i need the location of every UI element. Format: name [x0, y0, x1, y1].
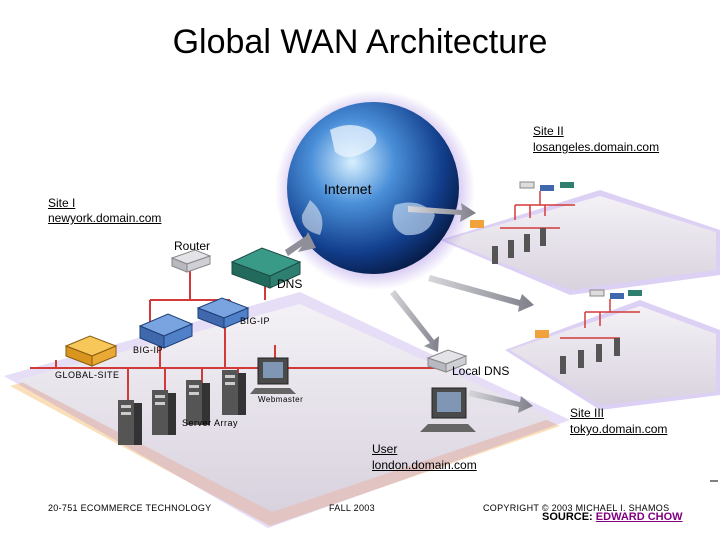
footer-course: 20-751 ECOMMERCE TECHNOLOGY — [48, 503, 212, 513]
local-dns-label: Local DNS — [452, 364, 510, 378]
site2-name-label: Site II — [533, 124, 564, 138]
server-array — [118, 370, 246, 445]
footer-term: FALL 2003 — [329, 503, 375, 513]
bigip-label-2: BIG-IP — [133, 345, 164, 355]
footer-source: SOURCE: EDWARD CHOW — [542, 511, 683, 523]
site2-platform — [440, 190, 720, 295]
connection-arrows — [285, 203, 534, 413]
user-domain-label: london.domain.com — [372, 458, 477, 472]
slide-title: Global WAN Architecture — [172, 23, 548, 61]
site2-domain-label: losangeles.domain.com — [533, 140, 660, 154]
site2-network — [470, 181, 575, 264]
internet-globe — [275, 90, 475, 290]
user-name-label: User — [372, 442, 398, 456]
source-prefix: SOURCE: — [542, 511, 593, 523]
site3-domain-label: tokyo.domain.com — [570, 422, 668, 436]
server-tower — [152, 390, 176, 435]
router-label: Router — [174, 239, 211, 253]
source-link[interactable]: EDWARD CHOW — [595, 511, 683, 523]
dns-label: DNS — [277, 277, 303, 291]
internet-label: Internet — [324, 181, 372, 197]
main-platform — [4, 292, 570, 528]
server-tower — [186, 380, 210, 425]
global-site-device — [64, 335, 118, 367]
site3-network — [535, 289, 642, 374]
server-array-label: Server Array — [182, 418, 239, 428]
global-site-label: GLOBAL-SITE — [55, 370, 120, 380]
webmaster-label: Webmaster — [258, 395, 304, 404]
bigip-device-2 — [138, 313, 194, 349]
bigip-device-1 — [196, 297, 250, 329]
bigip-label-1: BIG-IP — [240, 316, 271, 326]
site3-platform — [505, 300, 720, 410]
site1-domain-label: newyork.domain.com — [48, 211, 162, 225]
site1-name-label: Site I — [48, 196, 76, 210]
footer-copyright: COPYRIGHT © 2003 MICHAEL I. SHAMOS — [483, 503, 670, 513]
router-device — [170, 249, 212, 273]
server-tower — [222, 370, 246, 415]
network-links — [30, 268, 440, 405]
site3-name-label: Site III — [570, 406, 605, 420]
webmaster-workstation — [250, 357, 296, 394]
server-tower — [118, 400, 142, 445]
dns-device — [230, 247, 302, 289]
user-workstation — [420, 387, 476, 432]
local-dns-device — [426, 349, 468, 373]
